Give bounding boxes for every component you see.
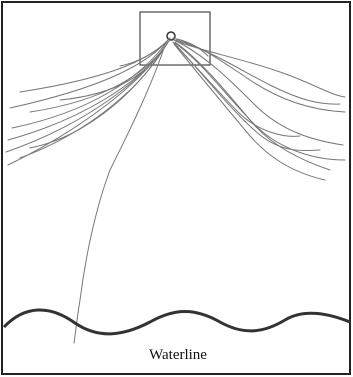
origin-point <box>167 32 175 40</box>
waterline-label: Waterline <box>149 347 207 363</box>
outer-frame <box>2 2 350 374</box>
waterline-wave <box>4 310 350 334</box>
trajectory-lines <box>6 38 345 343</box>
